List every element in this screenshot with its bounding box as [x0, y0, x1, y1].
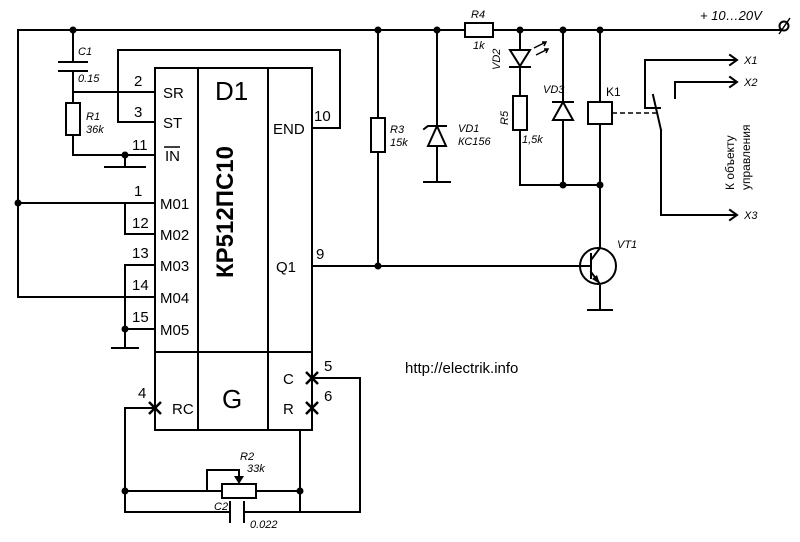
r3-value: 15k [390, 137, 408, 149]
diode-vd3: VD3 [543, 84, 575, 121]
wires [17, 29, 781, 513]
pin-name-end: END [273, 121, 305, 138]
site-url: http://electrik.info [405, 360, 518, 377]
vt1-ref: VT1 [617, 239, 637, 251]
c2-value: 0.022 [250, 519, 278, 531]
r4-ref: R4 [471, 9, 485, 21]
r2-value: 33k [247, 463, 265, 475]
pin-num-9: 9 [316, 246, 324, 263]
r1-value: 36k [86, 124, 104, 136]
r2-ref: R2 [240, 451, 254, 463]
pin-num-5: 5 [324, 358, 332, 375]
r5-value: 1,5k [522, 134, 543, 146]
pin-name-rc: RC [172, 401, 194, 418]
c1-ref: C1 [78, 46, 92, 58]
output-x1: X1 [743, 55, 757, 67]
pin-name-m03: M03 [160, 258, 189, 275]
pin-num-11: 11 [132, 137, 148, 154]
vd1-value: КС156 [458, 136, 492, 148]
vd3-ref: VD3 [543, 84, 565, 96]
pin-name-m05: M05 [160, 322, 189, 339]
pin-num-14: 14 [132, 277, 149, 294]
resistor-r4: R4 1k [464, 9, 494, 52]
resistor-r1: R1 36k [65, 102, 104, 136]
k1-ref: K1 [606, 85, 621, 99]
chip-generator: G [222, 384, 242, 414]
pin-num-13: 13 [132, 245, 149, 262]
supply-label: + 10…20V [700, 8, 763, 23]
zener-vd1: VD1 КС156 [422, 123, 492, 148]
r1-ref: R1 [86, 111, 100, 123]
pin-num-2: 2 [134, 73, 142, 90]
pin-num-15: 15 [132, 309, 149, 326]
relay-k1: K1 [587, 85, 663, 132]
pin-num-6: 6 [324, 388, 332, 405]
capacitor-c1: C1 0.15 [58, 46, 100, 85]
pin-name-m02: M02 [160, 227, 189, 244]
pin-name-sr: SR [163, 85, 184, 102]
r5-ref: R5 [499, 110, 511, 125]
r3-ref: R3 [390, 124, 405, 136]
pin-name-m04: M04 [160, 290, 189, 307]
pin-num-12: 12 [132, 215, 149, 232]
c1-value: 0.15 [78, 73, 100, 85]
output-x3: X3 [743, 210, 758, 222]
ground-symbols [104, 166, 613, 349]
pin-name-m01: M01 [160, 196, 189, 213]
resistor-r5: R5 1,5k [499, 95, 543, 146]
load-label-line2: управления [739, 125, 753, 190]
vd1-ref: VD1 [458, 123, 479, 135]
resistor-r2: R2 33k [206, 451, 265, 499]
pin-name-r: R [283, 401, 294, 418]
c2-ref: C2 [214, 501, 228, 513]
led-vd2: VD2 [491, 41, 550, 70]
vd2-ref: VD2 [491, 49, 503, 70]
chip-d1: D1 КР512ПС10 G SR ST IN M01 M02 M03 M04 … [132, 67, 332, 431]
no-connect-marks [148, 371, 319, 415]
pin-num-4: 4 [138, 385, 146, 402]
load-label-line1: К объекту [723, 135, 737, 190]
pin-num-3: 3 [134, 104, 142, 121]
output-x2: X2 [743, 77, 757, 89]
chip-ref: D1 [215, 76, 248, 106]
output-terminals: X1 X2 X3 К объекту управления [723, 53, 758, 222]
chip-part: КР512ПС10 [212, 146, 239, 278]
capacitor-c2: C2 0.022 [214, 501, 278, 531]
pin-num-1: 1 [134, 183, 142, 200]
pin-name-c: C [283, 371, 294, 388]
pin-name-in: IN [165, 148, 180, 165]
pin-name-st: ST [163, 115, 182, 132]
pin-num-10: 10 [314, 108, 331, 125]
r4-value: 1k [473, 40, 485, 52]
resistor-r3: R3 15k [370, 117, 408, 153]
supply-terminal: + 10…20V [700, 8, 791, 35]
pin-name-q1: Q1 [276, 259, 296, 276]
transistor-vt1: VT1 [579, 239, 637, 286]
